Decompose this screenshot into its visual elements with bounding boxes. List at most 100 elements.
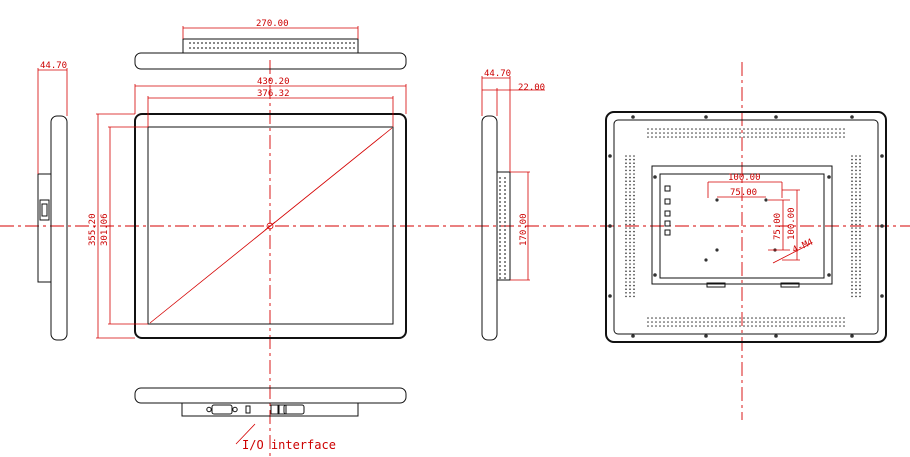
vent-hole <box>629 205 631 208</box>
vent-hole <box>859 245 861 247</box>
vent-hole <box>217 47 219 49</box>
vent-hole <box>197 42 199 44</box>
vent-hole <box>779 136 781 138</box>
vent-hole <box>755 325 757 327</box>
vent-hole <box>739 136 741 138</box>
vent-hole <box>851 288 853 291</box>
side-offset-dimension: 22.00 <box>518 83 545 93</box>
vent-hole <box>859 295 861 298</box>
vent-hole <box>237 42 239 44</box>
vent-hole <box>715 128 717 130</box>
vent-hole <box>743 136 745 138</box>
vent-hole <box>675 321 677 323</box>
vent-hole <box>795 317 797 319</box>
vent-hole <box>625 184 627 186</box>
front-screen-width-dimension: 376.32 <box>257 89 290 99</box>
vent-hole <box>763 317 765 319</box>
vent-hole <box>499 225 501 227</box>
vent-hole <box>807 321 809 323</box>
vent-hole <box>719 317 721 319</box>
vent-hole <box>827 128 829 130</box>
vent-hole <box>859 252 861 254</box>
vent-hole <box>851 166 853 168</box>
vent-hole <box>739 317 741 319</box>
vent-hole <box>859 263 861 265</box>
vent-hole <box>739 128 741 130</box>
rear-mount-screws <box>608 115 884 338</box>
vent-hole <box>499 189 501 191</box>
vent-hole <box>329 47 331 49</box>
vent-hole <box>704 334 708 338</box>
vent-hole <box>831 317 833 319</box>
top-width-dimension: 270.00 <box>256 19 289 29</box>
vent-hole <box>703 132 705 134</box>
vesa-outer-width-dimension: 100.00 <box>728 173 761 183</box>
vent-hole <box>850 115 854 119</box>
vent-hole <box>633 176 635 179</box>
vent-hole <box>691 317 693 319</box>
vent-hole <box>651 128 653 130</box>
vent-hole <box>504 277 506 279</box>
vent-hole <box>625 158 627 161</box>
vent-hole <box>859 173 861 175</box>
vent-hole <box>651 321 653 323</box>
vent-hole <box>783 128 785 130</box>
vent-hole <box>325 47 327 49</box>
vent-hole <box>763 136 765 138</box>
vent-hole <box>629 223 631 226</box>
vent-hole <box>633 238 635 240</box>
vent-hole <box>285 42 287 44</box>
vent-hole <box>633 252 635 254</box>
vent-hole <box>499 237 501 239</box>
vent-hole <box>839 321 841 323</box>
vent-hole <box>851 295 853 298</box>
vent-hole <box>625 263 627 265</box>
vent-hole <box>787 317 789 319</box>
vent-hole <box>341 47 343 49</box>
vent-hole <box>633 263 635 265</box>
vent-hole <box>667 325 669 327</box>
vent-hole <box>499 249 501 251</box>
vent-hole <box>795 136 797 138</box>
vent-hole <box>707 317 709 319</box>
vent-hole <box>633 169 635 172</box>
vent-hole <box>711 136 713 138</box>
vent-hole <box>629 241 631 244</box>
vent-hole <box>504 221 506 223</box>
vent-hole <box>647 136 649 138</box>
vent-hole <box>667 128 669 130</box>
vent-hole <box>353 42 355 44</box>
vent-hole <box>819 132 821 134</box>
left-depth-dimension: 44.70 <box>40 61 67 71</box>
vent-hole <box>791 128 793 130</box>
vent-hole <box>633 162 635 164</box>
vent-hole <box>504 257 506 259</box>
vent-hole <box>683 128 685 130</box>
vent-hole <box>859 270 861 273</box>
vent-hole <box>625 198 627 200</box>
vent-hole <box>504 217 506 219</box>
vent-hole <box>799 317 801 319</box>
vent-hole <box>815 136 817 138</box>
vent-hole <box>687 317 689 319</box>
vent-hole <box>499 273 501 275</box>
vent-hole <box>799 128 801 130</box>
vent-hole <box>221 47 223 49</box>
vent-hole <box>835 136 837 138</box>
vent-hole <box>855 158 857 161</box>
vent-hole <box>851 169 853 172</box>
vent-hole <box>759 317 761 319</box>
vent-hole <box>625 248 627 251</box>
vent-hole <box>633 198 635 200</box>
bottom-view: I/O interface <box>134 387 407 452</box>
vent-hole <box>851 158 853 161</box>
vent-hole <box>703 321 705 323</box>
vent-hole <box>337 42 339 44</box>
vent-hole <box>499 229 501 231</box>
vent-hole <box>499 277 501 279</box>
vent-hole <box>629 234 631 236</box>
vent-hole <box>695 132 697 134</box>
vent-hole <box>807 317 809 319</box>
side-depth-dimension: 44.70 <box>484 69 511 79</box>
vent-hole <box>803 317 805 319</box>
